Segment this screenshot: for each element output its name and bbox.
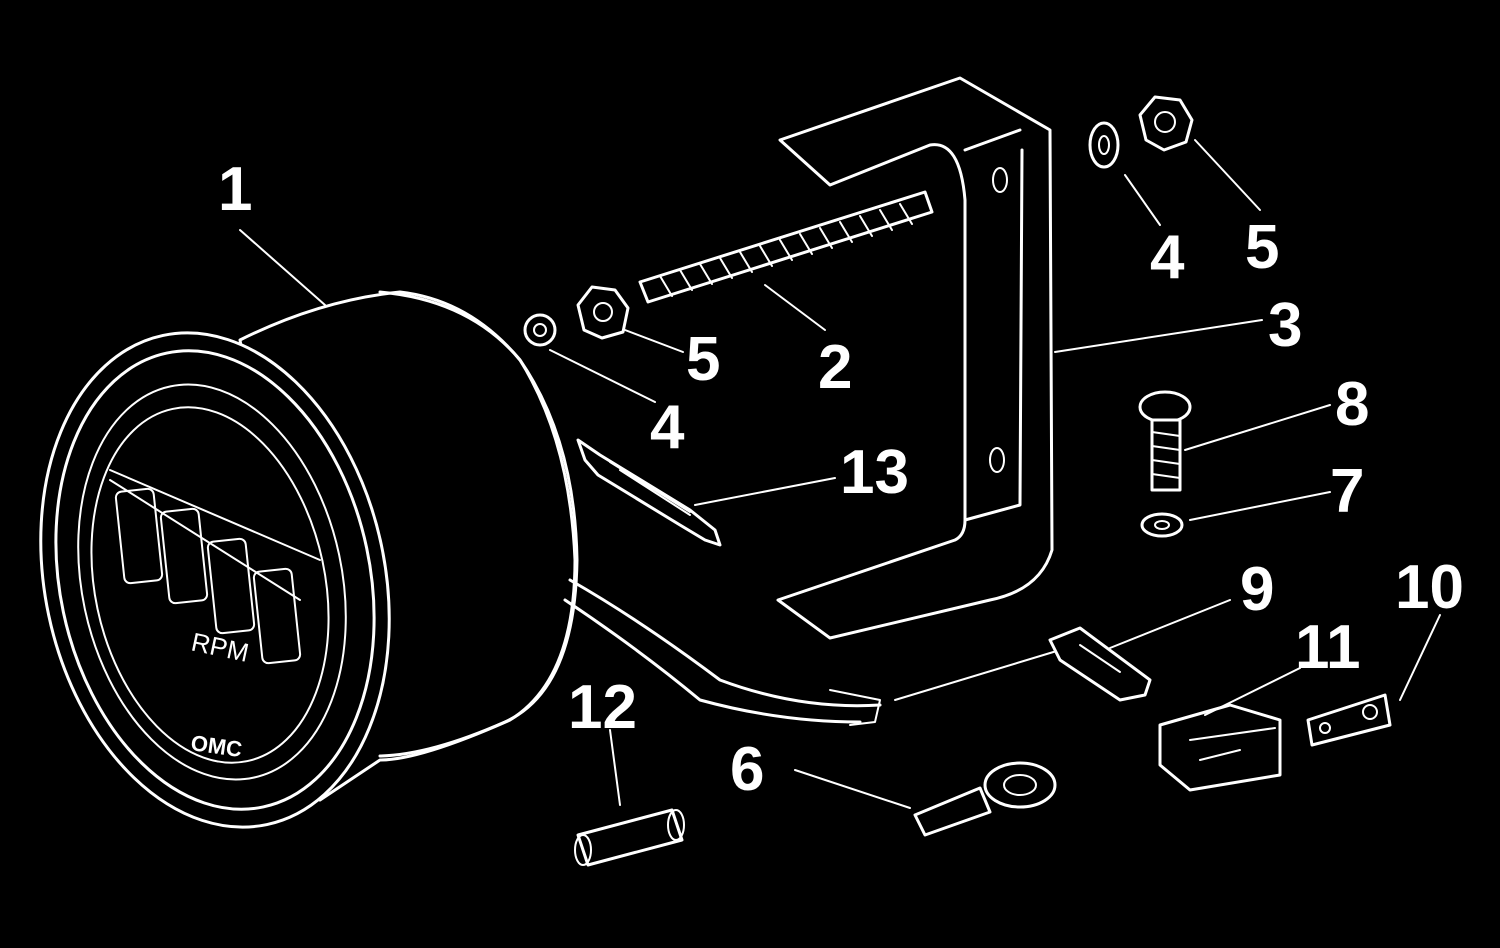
lock-washer-right [1088, 121, 1120, 169]
bulb-socket-pin [576, 438, 722, 547]
star-washer [1140, 512, 1184, 538]
fuse [574, 808, 685, 867]
mounting-bracket [776, 76, 1054, 640]
threaded-stud [638, 190, 934, 304]
digit-display [109, 469, 321, 665]
hex-nut-left [576, 285, 630, 340]
callout-8: 8 [1335, 370, 1369, 439]
callout-11: 11 [1295, 613, 1361, 682]
callout-labels: 1 2 3 4 4 5 5 6 7 8 9 10 11 12 13 [218, 155, 1464, 804]
callout-4-right: 4 [1150, 223, 1185, 292]
hex-nut-right [1138, 95, 1194, 152]
callout-5-left: 5 [686, 325, 720, 394]
callout-13: 13 [840, 438, 909, 507]
callout-4-left: 4 [650, 393, 685, 462]
callout-1: 1 [218, 155, 252, 224]
callout-6: 6 [730, 735, 764, 804]
wire-connector [894, 626, 1152, 702]
callout-10: 10 [1395, 553, 1464, 622]
terminal-clip [1158, 703, 1282, 792]
callout-12: 12 [568, 673, 637, 742]
callout-2: 2 [818, 333, 852, 402]
tachometer-gauge: RPM OMC [39, 290, 882, 829]
callout-5-right: 5 [1245, 213, 1279, 282]
screw [1138, 390, 1192, 492]
leader-lines [239, 139, 1441, 809]
lock-washer-left [523, 313, 557, 347]
callout-7: 7 [1330, 457, 1364, 526]
flat-terminal-tab [1306, 693, 1392, 747]
callout-9: 9 [1240, 555, 1274, 624]
callout-3: 3 [1268, 291, 1302, 360]
ring-terminal [913, 761, 1057, 837]
